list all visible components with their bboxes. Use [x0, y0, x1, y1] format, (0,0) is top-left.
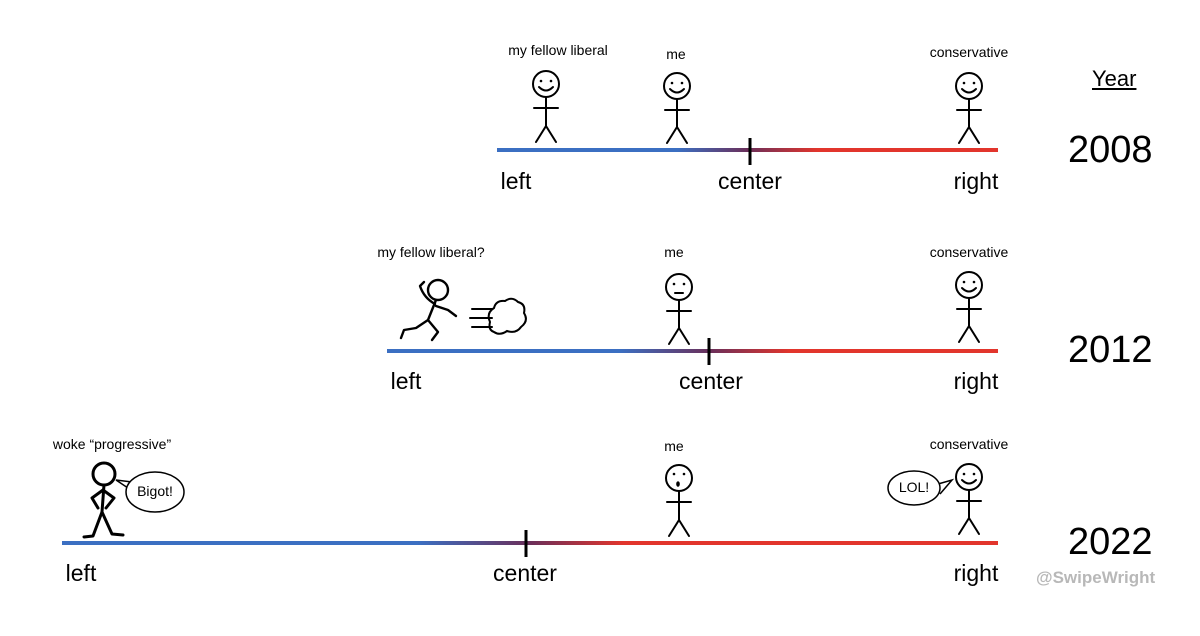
year-column-header: Year	[1092, 66, 1137, 91]
row-2012	[387, 271, 998, 365]
figure-label: me	[666, 46, 686, 62]
stick-figure-conservative	[955, 463, 983, 535]
figure-label: me	[664, 244, 684, 260]
axis-label-center: center	[679, 368, 743, 394]
stick-figure-me	[665, 273, 693, 345]
speech-text-lol: LOL!	[898, 479, 930, 495]
speech-text-bigot: Bigot!	[137, 483, 173, 499]
year-2022: 2022	[1068, 521, 1153, 563]
axis-label-left: left	[500, 168, 532, 194]
axis-label-center: center	[493, 560, 557, 586]
author-credit: @SwipeWright	[1036, 568, 1156, 587]
axis-label-right: right	[953, 560, 999, 586]
axis-label-center: center	[718, 168, 782, 194]
row-2022	[62, 461, 998, 557]
year-2008: 2008	[1068, 129, 1153, 171]
dust-cloud-icon	[469, 297, 527, 335]
figure-label: my fellow liberal	[508, 42, 608, 58]
stick-figure-me	[663, 72, 691, 144]
figure-label: woke “progressive”	[52, 436, 172, 452]
stick-figure-conservative	[955, 271, 983, 343]
row-2008	[497, 70, 998, 165]
axis-label-right: right	[953, 168, 999, 194]
figure-label: me	[664, 438, 684, 454]
figure-label: conservative	[929, 244, 1009, 260]
stick-figure-fellow-liberal	[532, 70, 560, 143]
stick-figure-me-surprised	[665, 464, 693, 537]
axis-label-left: left	[390, 368, 422, 394]
year-2012: 2012	[1068, 329, 1153, 371]
stick-figure-running-liberal	[399, 278, 458, 342]
axis-label-left: left	[65, 560, 97, 586]
speech-bubble-bigot	[115, 471, 185, 513]
figure-label: my fellow liberal?	[377, 244, 485, 260]
stick-figure-woke-progressive	[82, 461, 125, 539]
figure-label: conservative	[929, 44, 1009, 60]
figure-label: conservative	[929, 436, 1009, 452]
axis-label-right: right	[953, 368, 999, 394]
speech-bubble-lol	[887, 470, 955, 506]
stick-figure-conservative	[955, 72, 983, 144]
